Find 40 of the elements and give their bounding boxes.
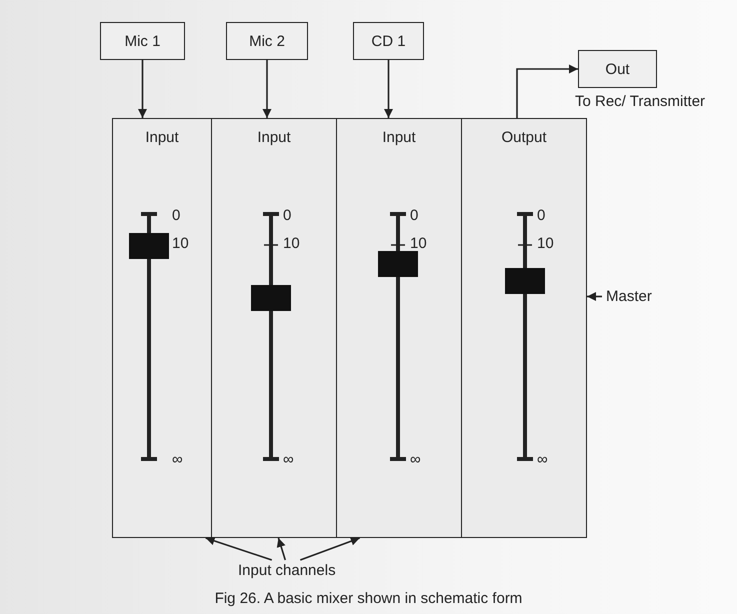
scale-value: 10 [410, 235, 427, 252]
arrow [276, 538, 286, 560]
channel-strip [461, 118, 587, 538]
box-label: Out [605, 60, 630, 78]
arrow [138, 60, 147, 118]
callout-text: Input channels [238, 562, 336, 579]
arrow [587, 292, 602, 301]
source-box [100, 22, 185, 60]
output-box [578, 50, 657, 88]
box-label: Mic 1 [124, 32, 160, 50]
arrow [205, 536, 272, 561]
channel-title: Input [381, 129, 417, 146]
channel-strip [112, 118, 212, 538]
source-box [226, 22, 308, 60]
scale-mark: ∞ [537, 451, 548, 468]
scale-value: 0 [537, 207, 546, 224]
scale-value: 10 [172, 235, 189, 252]
arrow [516, 64, 578, 118]
scale-value: 0 [283, 207, 292, 224]
scale-value: 0 [410, 207, 418, 224]
source-box [353, 22, 424, 60]
channel-title: Input [256, 129, 292, 146]
callout-text: Master [606, 288, 652, 305]
scale-value: 10 [537, 235, 554, 252]
arrow [384, 60, 393, 118]
channel-strip [211, 118, 337, 538]
arrow [300, 536, 360, 561]
scale-mark: ∞ [410, 451, 421, 468]
scale-value: 0 [172, 207, 180, 224]
scale-value: 10 [283, 235, 300, 252]
channel-title: Input [144, 129, 180, 146]
box-label: Mic 2 [249, 32, 285, 50]
caption: Fig 26. A basic mixer shown in schematic form [214, 590, 524, 607]
channel-strip [336, 118, 462, 538]
scale-mark: ∞ [172, 451, 183, 468]
destination-caption: To Rec/ Transmitter [575, 93, 706, 110]
box-label: CD 1 [371, 32, 406, 50]
arrow [262, 60, 272, 118]
channel-title: Output [500, 129, 548, 146]
scale-mark: ∞ [283, 451, 294, 468]
